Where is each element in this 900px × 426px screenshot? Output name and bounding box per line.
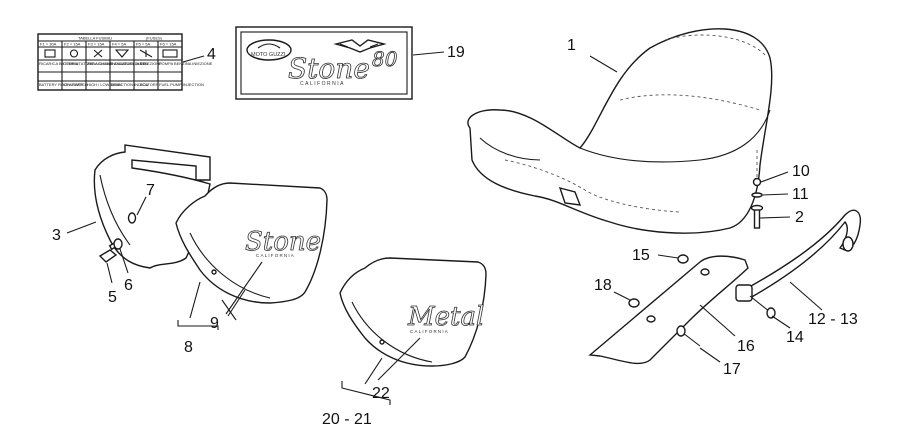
fuse-desc-en-6: FUEL PUMP INJECTION bbox=[159, 82, 204, 87]
callout-18: 18 bbox=[594, 277, 612, 294]
callout-1: 1 bbox=[567, 37, 576, 54]
leader-line-14 bbox=[771, 315, 791, 329]
callout-15: 15 bbox=[632, 247, 650, 264]
callout-5: 5 bbox=[108, 289, 117, 306]
fuse-desc-it-1: RICARICA BATTERIA bbox=[39, 61, 79, 66]
group-bracket-20-21 bbox=[341, 381, 391, 405]
callout-22: 22 bbox=[372, 385, 390, 402]
leader-line-6 bbox=[119, 248, 129, 274]
fuse-desc-it-3: ABBAGLIANTI ANABBAGLIANTI bbox=[87, 61, 146, 66]
fuse-header-5: F5 = 5A bbox=[136, 42, 150, 47]
leader-line-9c bbox=[225, 261, 263, 315]
leader-line-10 bbox=[760, 171, 789, 183]
callout-4: 4 bbox=[207, 46, 216, 63]
leader-line-8 bbox=[189, 281, 201, 319]
callout-10: 10 bbox=[792, 163, 810, 180]
metal-panel-script: Metal bbox=[407, 302, 484, 332]
leader-line-15 bbox=[657, 254, 679, 259]
eagle-emblem-icon bbox=[333, 39, 387, 53]
fuse-header-6: F6 = 15A bbox=[160, 42, 177, 47]
fuse-header-4: F4 = 5A bbox=[112, 42, 126, 47]
side-panel-metal: Metal CALIFORNIA bbox=[339, 257, 487, 367]
fuse-table-subtitle: (FUSES) bbox=[146, 36, 163, 41]
fuse-header-2: F2 = 15A bbox=[64, 42, 81, 47]
leader-line-9b bbox=[227, 289, 246, 317]
callout-9: 9 bbox=[210, 315, 219, 332]
leader-line-17 bbox=[699, 347, 721, 363]
leader-line-1 bbox=[589, 55, 618, 73]
leader-line-22 bbox=[377, 337, 421, 381]
washer-18 bbox=[628, 298, 640, 308]
grab-rail bbox=[735, 209, 862, 302]
leader-line-7 bbox=[136, 196, 147, 216]
fuse-desc-it-5: ECU bbox=[140, 61, 149, 66]
leader-line-20 bbox=[364, 357, 383, 385]
leader-line-5 bbox=[106, 262, 113, 284]
callout-8: 8 bbox=[184, 339, 193, 356]
leader-line-2 bbox=[759, 216, 791, 219]
callout-7: 7 bbox=[146, 182, 155, 199]
callout-19: 19 bbox=[447, 44, 465, 61]
leader-line-11 bbox=[761, 193, 789, 196]
group-bracket-8 bbox=[177, 320, 219, 330]
fuse-table-label: TABELLA FUSIBILI (FUSES) F1 = 30A F2 = 1… bbox=[37, 33, 213, 91]
stone-panel-script: Stone bbox=[245, 227, 321, 257]
fuse-desc-it-6: POMPA BENZINA INIEZIONE bbox=[159, 61, 213, 66]
callout-14: 14 bbox=[786, 329, 804, 346]
fuse-desc-en-3: HIGH / LOW BEAM bbox=[87, 82, 122, 87]
leader-line-3 bbox=[66, 221, 97, 234]
fuse-desc-it-2: COMMUTATORE A CHIAVE bbox=[63, 61, 113, 66]
callout-12-13: 12 - 13 bbox=[808, 311, 858, 328]
washer-15 bbox=[677, 254, 689, 264]
fuse-desc-en-1: BATTERY RECHARGER bbox=[39, 82, 84, 87]
fuse-desc-en-5: ECU bbox=[140, 82, 149, 87]
fuse-desc-en-2: KEY SWITCH bbox=[63, 82, 88, 87]
rail-bracket-plate bbox=[588, 255, 749, 365]
decal-brand-text: MOTO GUZZI bbox=[251, 52, 286, 58]
decal-anniversary-number: 80 bbox=[372, 47, 398, 71]
stone-panel-subtitle: CALIFORNIA bbox=[256, 253, 295, 258]
fuse-symbol-icons bbox=[44, 49, 178, 58]
washer-6 bbox=[113, 238, 123, 250]
callout-6: 6 bbox=[124, 277, 133, 294]
bolt-17 bbox=[676, 325, 701, 347]
fuse-header-1: F1 = 30A bbox=[40, 42, 57, 47]
fuse-table-title: TABELLA FUSIBILI bbox=[78, 36, 112, 41]
leader-line-16 bbox=[699, 304, 736, 337]
leader-line-18 bbox=[613, 291, 631, 301]
leader-line-12 bbox=[789, 281, 823, 311]
fuse-desc-it-4: INDICATORI DI DIREZIONE bbox=[111, 61, 162, 66]
leader-line-19 bbox=[412, 51, 445, 56]
callout-20-21: 20 - 21 bbox=[322, 411, 372, 426]
side-panel-stone: Stone CALIFORNIA bbox=[175, 182, 328, 304]
decal-label: MOTO GUZZI Stone CALIFORNIA 80 bbox=[235, 26, 413, 100]
decal-model-script: Stone bbox=[288, 52, 370, 85]
callout-17: 17 bbox=[723, 361, 741, 378]
seat-assembly bbox=[467, 28, 773, 234]
leader-line-4 bbox=[182, 55, 205, 63]
decal-edition-text: CALIFORNIA bbox=[300, 81, 345, 87]
callout-3: 3 bbox=[52, 227, 61, 244]
fuse-desc-en-4: DIRECTION INDICATORS bbox=[111, 82, 159, 87]
metal-panel-subtitle: CALIFORNIA bbox=[410, 329, 449, 334]
fuse-header-3: F3 = 15A bbox=[88, 42, 105, 47]
callout-11: 11 bbox=[792, 186, 809, 203]
callout-2: 2 bbox=[795, 209, 804, 226]
bolt-14 bbox=[749, 295, 776, 319]
callout-16: 16 bbox=[737, 338, 755, 355]
